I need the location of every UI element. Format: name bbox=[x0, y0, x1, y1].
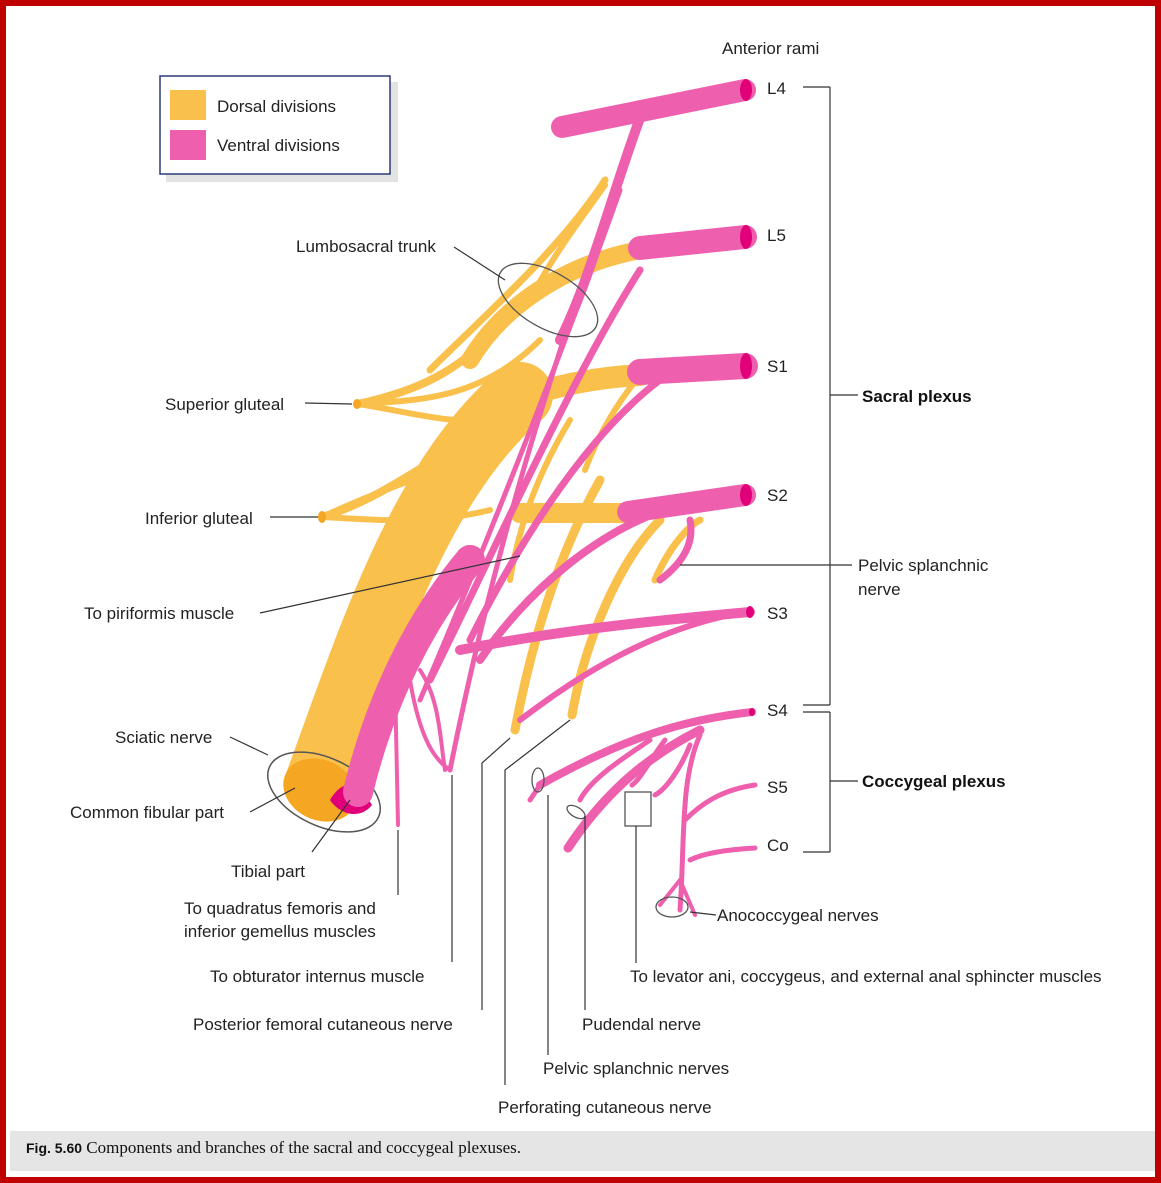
labels: Anterior rami L4 L5 S1 S2 S3 S4 S5 Co Sa… bbox=[70, 39, 1102, 1117]
ventral-divisions bbox=[343, 79, 758, 917]
ramus-label-co: Co bbox=[767, 836, 789, 855]
piriformis-label: To piriformis muscle bbox=[84, 604, 234, 623]
anterior-rami-label: Anterior rami bbox=[722, 39, 819, 58]
legend-swatch-dorsal bbox=[170, 90, 206, 120]
pelvic-splanchnic-nerves-label: Pelvic splanchnic nerves bbox=[543, 1059, 729, 1078]
figure-caption: Fig. 5.60 Components and branches of the… bbox=[26, 1138, 521, 1158]
ramus-label-l4: L4 bbox=[767, 79, 786, 98]
ramus-ends bbox=[318, 79, 755, 716]
annotation-marks bbox=[497, 262, 689, 918]
quadratus-label-line1: To quadratus femoris and bbox=[184, 899, 376, 918]
lumbosacral-ellipse bbox=[497, 262, 599, 338]
posterior-femoral-label: Posterior femoral cutaneous nerve bbox=[193, 1015, 453, 1034]
legend-label-ventral: Ventral divisions bbox=[217, 136, 340, 155]
quadratus-label-line2: inferior gemellus muscles bbox=[184, 922, 376, 941]
obturator-label: To obturator internus muscle bbox=[210, 967, 425, 986]
pelvic-splanchnic-label-line2: nerve bbox=[858, 580, 901, 599]
figure-number: Fig. 5.60 bbox=[26, 1140, 83, 1156]
ramus-label-s5: S5 bbox=[767, 778, 788, 797]
pudendal-label: Pudendal nerve bbox=[582, 1015, 701, 1034]
sacral-plexus-label: Sacral plexus bbox=[862, 387, 972, 406]
ramus-label-s4: S4 bbox=[767, 701, 788, 720]
perforating-cutaneous-label: Perforating cutaneous nerve bbox=[498, 1098, 712, 1117]
levator-box bbox=[624, 791, 652, 827]
ramus-label-s1: S1 bbox=[767, 357, 788, 376]
dorsal-divisions bbox=[285, 176, 704, 815]
leader-lines bbox=[229, 86, 858, 1085]
legend-swatch-ventral bbox=[170, 130, 206, 160]
pelvic-splanchnic-label-line1: Pelvic splanchnic bbox=[858, 556, 989, 575]
legend: Dorsal divisions Ventral divisions bbox=[159, 75, 398, 182]
caption-bar bbox=[10, 1131, 1155, 1171]
inferior-gluteal-label: Inferior gluteal bbox=[145, 509, 253, 528]
common-fibular-label: Common fibular part bbox=[70, 803, 224, 822]
coccygeal-plexus-label: Coccygeal plexus bbox=[862, 772, 1006, 791]
levator-label: To levator ani, coccygeus, and external … bbox=[630, 967, 1102, 986]
superior-gluteal-label: Superior gluteal bbox=[165, 395, 284, 414]
ramus-label-s3: S3 bbox=[767, 604, 788, 623]
lumbosacral-trunk-label: Lumbosacral trunk bbox=[296, 237, 436, 256]
ramus-label-s2: S2 bbox=[767, 486, 788, 505]
caption-text: Components and branches of the sacral an… bbox=[86, 1138, 522, 1157]
ramus-label-l5: L5 bbox=[767, 226, 786, 245]
legend-label-dorsal: Dorsal divisions bbox=[217, 97, 336, 116]
sciatic-nerve-label: Sciatic nerve bbox=[115, 728, 212, 747]
tibial-part-label: Tibial part bbox=[231, 862, 305, 881]
anococcygeal-label: Anococcygeal nerves bbox=[717, 906, 879, 925]
